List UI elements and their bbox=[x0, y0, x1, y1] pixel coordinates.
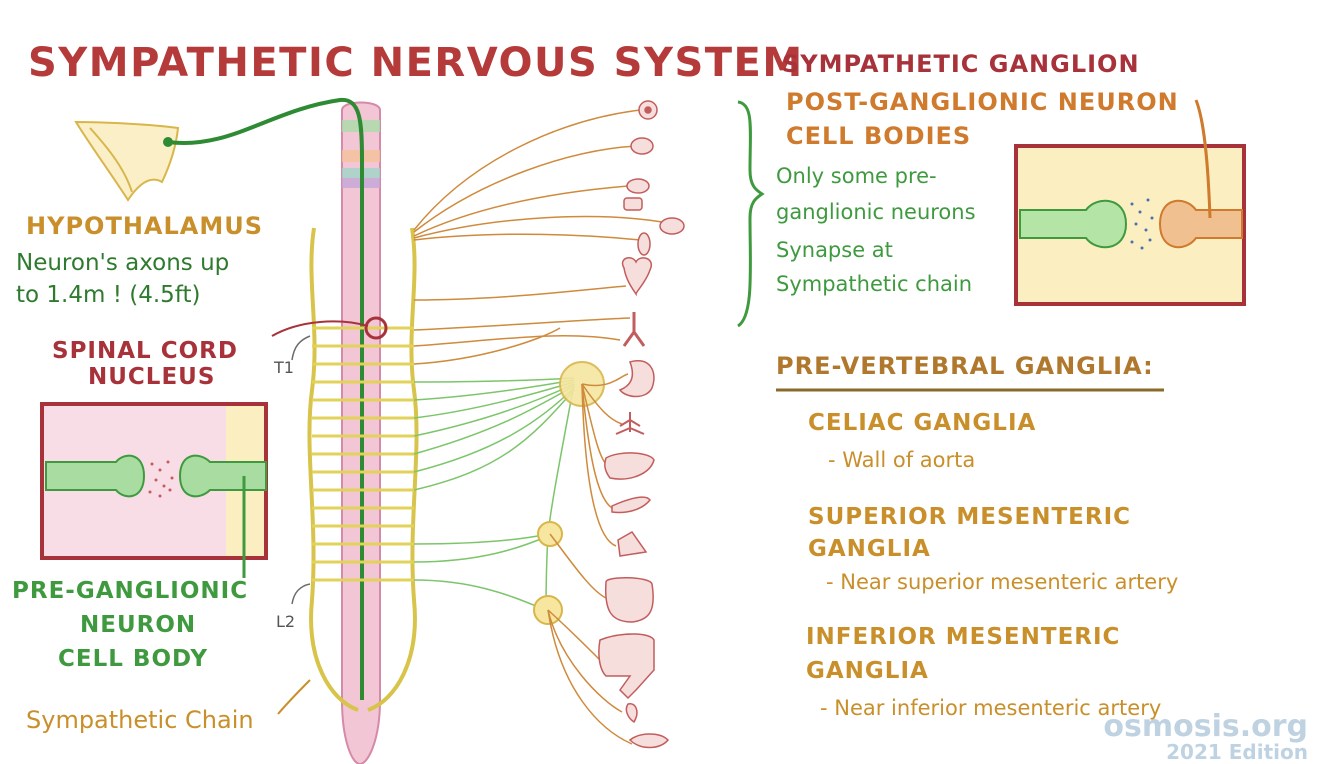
level-l2-label: L2 bbox=[276, 612, 296, 631]
level-t1-label: T1 bbox=[274, 358, 294, 377]
watermark: osmosis.org 2021 Edition bbox=[1103, 709, 1308, 764]
pancreas-organ bbox=[611, 496, 651, 514]
hypothalamus-fold bbox=[89, 127, 133, 193]
spinal-cord-nucleus-label-2: nucleus bbox=[88, 364, 216, 390]
postsynaptic-neuron-right bbox=[1158, 199, 1243, 249]
preganglionic-fibers bbox=[413, 377, 575, 611]
ganglion-outflow bbox=[547, 373, 633, 745]
heart-organ bbox=[621, 257, 653, 297]
sympathetic-chain-right bbox=[367, 227, 419, 712]
salivary-organ bbox=[626, 178, 650, 194]
page-title: Sympathetic Nervous System bbox=[28, 40, 804, 86]
hypothalamus-label: Hypothalamus bbox=[26, 212, 264, 240]
chain-arrow bbox=[277, 679, 311, 715]
adrenal-organ bbox=[617, 531, 648, 557]
presynaptic-axon-right bbox=[1019, 199, 1128, 249]
liver-organ bbox=[604, 452, 655, 480]
stomach-organ bbox=[618, 359, 655, 398]
note-line-2: ganglionic neurons bbox=[776, 200, 976, 224]
spinal-cord-nucleus-marker bbox=[364, 316, 388, 340]
presynaptic-axon-left bbox=[45, 454, 146, 498]
rectum-organ bbox=[625, 703, 638, 724]
lung-tree-organ bbox=[615, 412, 645, 435]
sympathetic-chain-left bbox=[307, 227, 359, 712]
watermark-edition: 2021 Edition bbox=[1166, 740, 1308, 764]
spinal-cord-nucleus-label-1: Spinal cord bbox=[52, 338, 238, 364]
nucleus-arrow bbox=[271, 320, 369, 337]
postganglionic-fibers bbox=[413, 109, 663, 365]
chain-rungs bbox=[312, 326, 414, 582]
preganglionic-label-1: Pre-ganglionic bbox=[12, 578, 249, 604]
axon-note-line2: to 1.4m ! (4.5ft) bbox=[16, 282, 201, 308]
reproductive-organ bbox=[628, 733, 670, 749]
watermark-brand: osmosis.org bbox=[1103, 709, 1308, 744]
neurotransmitter-dots-right bbox=[1130, 198, 1154, 250]
hypothalamus-shape bbox=[74, 120, 180, 202]
neurotransmitter-dots-left bbox=[148, 460, 174, 498]
superior-title-1: Superior mesenteric bbox=[808, 504, 1132, 530]
celiac-desc: - Wall of aorta bbox=[828, 448, 976, 472]
postganglionic-label-2: cell bodies bbox=[786, 122, 972, 150]
prevertebral-heading: Pre-vertebral ganglia: bbox=[776, 352, 1154, 380]
preganglionic-label-3: cell body bbox=[58, 646, 209, 672]
note-brace bbox=[737, 100, 765, 328]
l2-arrow bbox=[291, 583, 311, 605]
small-intestine-organ bbox=[604, 577, 654, 623]
t1-arrow bbox=[291, 335, 311, 361]
organs bbox=[598, 100, 685, 749]
mouth-organ bbox=[659, 217, 685, 235]
inferior-desc: - Near inferior mesenteric artery bbox=[820, 696, 1162, 720]
sympathetic-ganglion-label: Sympathetic ganglion bbox=[782, 50, 1140, 78]
inferior-title-2: ganglia bbox=[806, 658, 929, 684]
postsynaptic-neuron-left bbox=[178, 454, 267, 498]
note-line-4: Sympathetic chain bbox=[776, 272, 973, 296]
postganglionic-pointer bbox=[1194, 99, 1212, 219]
salivary-organ-2 bbox=[623, 197, 643, 211]
sympathetic-chain-label: Sympathetic Chain bbox=[26, 706, 254, 734]
inferior-title-1: Inferior mesenteric bbox=[806, 624, 1121, 650]
axon-note-line1: Neuron's axons up bbox=[16, 250, 230, 276]
superior-desc: - Near superior mesenteric artery bbox=[826, 570, 1179, 594]
superior-title-2: ganglia bbox=[808, 536, 931, 562]
lacrimal-organ bbox=[630, 137, 654, 155]
celiac-title: Celiac ganglia bbox=[808, 410, 1037, 436]
thyroid-organ bbox=[637, 232, 651, 256]
preganglionic-label-2: neuron bbox=[80, 612, 197, 638]
hypothalamic-axon bbox=[167, 97, 364, 700]
note-line-3: Synapse at bbox=[776, 238, 893, 262]
large-intestine-organ bbox=[598, 633, 655, 700]
note-line-1: Only some pre- bbox=[776, 164, 937, 188]
hypothalamus-neuron bbox=[163, 137, 173, 147]
postganglionic-label-1: Post-ganglionic neuron bbox=[786, 88, 1179, 116]
lungs-organ bbox=[622, 312, 646, 347]
